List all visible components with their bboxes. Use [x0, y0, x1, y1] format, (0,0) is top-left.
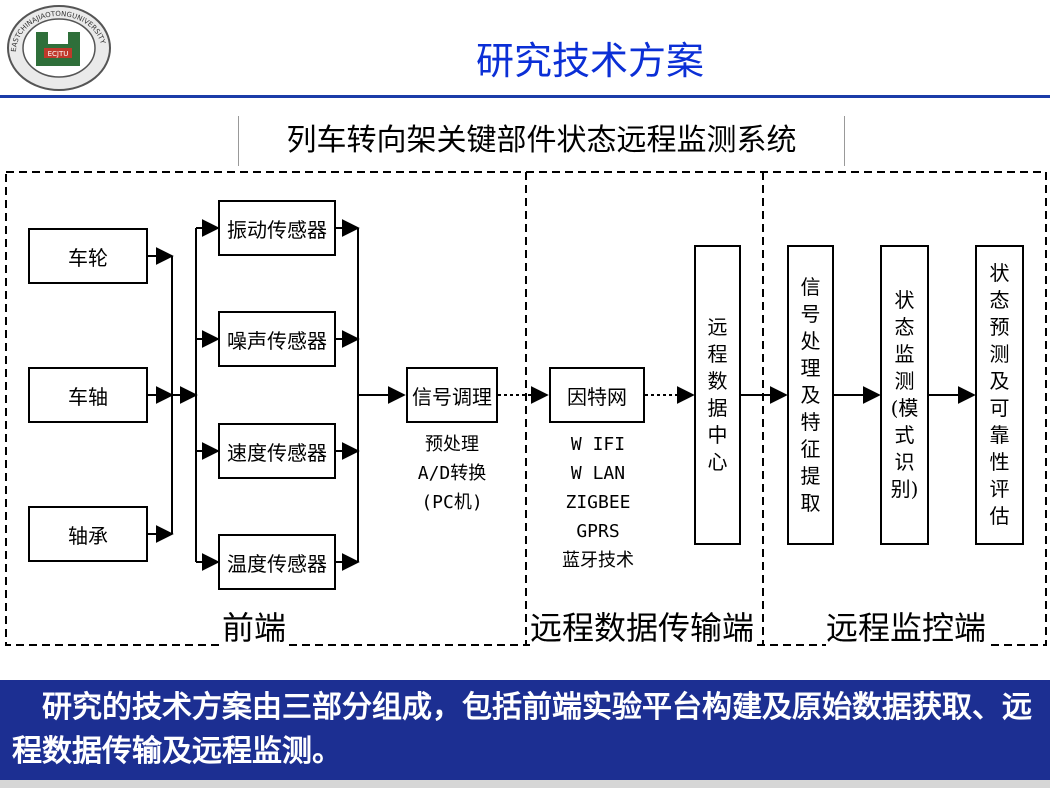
note-line: W IFI: [570, 434, 626, 455]
sensor-vibration: 振动传感器: [218, 200, 336, 256]
section-label-transmission: 远程数据传输端: [530, 603, 755, 649]
section-frames: [5, 171, 1047, 646]
note-line: 蓝牙技术: [562, 550, 634, 571]
note-line: (PC机): [421, 492, 483, 513]
section-label-monitoring: 远程监控端: [826, 603, 987, 649]
sensor-temperature: 温度传感器: [218, 534, 336, 590]
signal-processing-box: 信号处 理及特 征提取: [787, 245, 834, 545]
section-label-frontend: 前端: [222, 603, 287, 649]
note-line: 预处理: [425, 434, 479, 455]
sensor-noise: 噪声传感器: [218, 311, 336, 367]
remote-data-center-box: 远程数 据中心: [694, 245, 741, 545]
university-logo: ECJTU EASTCHINAJIAOTONGUNIVERSITY: [7, 5, 111, 91]
network-notes: W IFI W LAN ZIGBEE GPRS 蓝牙技术: [540, 430, 656, 575]
note-line: ZIGBEE: [565, 492, 631, 513]
component-bearing: 轴承: [28, 506, 148, 562]
component-wheel: 车轮: [28, 228, 148, 284]
component-axle: 车轴: [28, 367, 148, 423]
logo-badge-text: ECJTU: [48, 50, 69, 58]
internet-box: 因特网: [549, 367, 645, 423]
state-monitoring-box: 状态监 测(模式 识别): [880, 245, 929, 545]
note-line: W LAN: [570, 463, 626, 484]
sensor-speed: 速度传感器: [218, 423, 336, 479]
title-divider: [0, 95, 1050, 98]
bottom-strip: [0, 780, 1050, 788]
page-title: 研究技术方案: [475, 39, 704, 83]
summary-text: 研究的技术方案由三部分组成，包括前端实验平台构建及原始数据获取、远程数据传输及远…: [0, 680, 1050, 780]
signal-conditioning-notes: 预处理 A/D转换 (PC机): [394, 430, 510, 517]
system-title: 列车转向架关键部件状态远程监测系统: [238, 116, 845, 166]
note-line: A/D转换: [417, 463, 487, 484]
signal-conditioning-box: 信号调理: [406, 367, 498, 423]
state-prediction-box: 状态预 测及可 靠性评 估: [975, 245, 1024, 545]
diagram-connectors: [5, 171, 1047, 646]
note-line: GPRS: [576, 521, 620, 542]
